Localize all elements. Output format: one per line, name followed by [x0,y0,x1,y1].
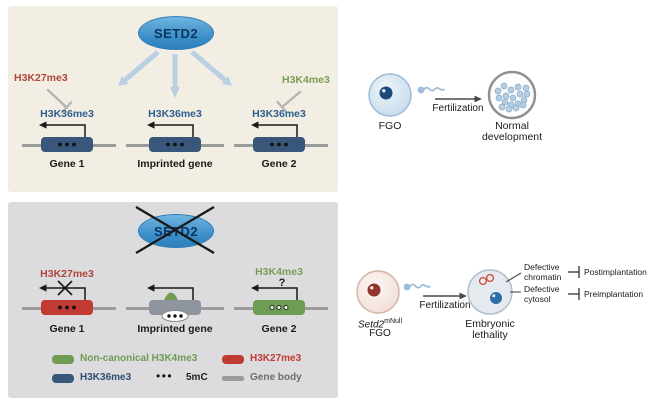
blocked-transcription-x-icon [57,280,73,296]
imprinted-gene-name: Imprinted gene [137,323,213,335]
normal-outcome-line1: Normal [495,120,529,132]
gene-symbol: Setd2 [357,319,385,331]
gene2-name: Gene 2 [261,323,297,335]
legend-5mc-dots-icon: ••• [156,369,174,383]
fertilization-arrow [423,292,467,300]
h3k4me3-label: H3K4me3 [255,266,303,278]
mutant-panel: SETD2 [8,202,338,398]
mutant-fgo-label: FGO [369,328,391,339]
defective-chromatin-label: Defective chromatin [524,262,562,282]
h3k27me3-inhibition-bar [46,88,73,114]
normal-outcome-line2: development [481,131,543,143]
mutant-gene2-cartoon [234,284,328,315]
defective-pronucleus-icon [485,273,495,283]
gene1-name: Gene 1 [49,323,85,335]
mutant-flow-art [356,266,580,315]
legend-gene-body-label: Gene body [250,372,302,383]
normal-development-flow: Fertilization FGO Normal development [340,52,650,152]
sperm-icon [417,86,445,94]
setd2-label: SETD2 [154,25,198,41]
defective-cytosol-label: Defective cytosol [524,284,560,304]
gene2-cartoon [234,121,328,152]
setd2-fan-arrows [118,50,232,98]
gene1-name: Gene 1 [49,158,85,170]
h3k36me3-mark-gene1: H3K36me3 [40,108,94,120]
mutant-imprinted-cartoon [126,284,224,322]
h3k36me3-mark-gene2: H3K36me3 [252,108,306,120]
postimplantation-label: Postimplantation [584,267,647,277]
legend-swatch-h3k36me3 [52,374,74,383]
wildtype-panel: SETD2 [8,6,338,192]
inhibition-bar-icons [568,266,580,300]
question-mark-label: ? [278,277,286,289]
mutant-fgo-genotype-label: Setd2mNull [342,316,418,331]
fertilization-arrow [435,95,482,103]
h3k4me3-inhibition-bar [276,90,302,114]
normal-flow-art [368,70,537,120]
genotype-superscript: mNull [384,318,403,325]
legend-h3k36me3-label: H3K36me3 [80,372,132,383]
fertilization-label: Fertilization [432,103,484,114]
mutant-gene1-cartoon [22,280,116,315]
imprinted-gene-name: Imprinted gene [137,158,213,170]
defective-pronucleus-icon [478,276,488,286]
h3k27me3-label: H3K27me3 [14,72,68,84]
wildtype-diagram-art [22,50,328,152]
legend-swatch-h3k27me3 [222,355,244,364]
legend-noncanonical-label: Non-canonical H3K4me3 [80,353,198,364]
h3k4me3-label: H3K4me3 [282,74,330,86]
paternal-pronucleus-icon [490,292,502,304]
legend-swatch-gene-body [222,376,244,381]
sperm-icon [403,283,431,291]
h3k36me3-mark-imprinted: H3K36me3 [148,108,202,120]
branch-lines [505,272,522,293]
embryonic-lethality-line1: Embryonic [465,318,515,330]
legend-h3k27me3-label: H3K27me3 [250,353,302,364]
gene1-cartoon [22,121,116,152]
embryonic-lethality-line2: lethality [472,329,508,341]
h3k27me3-label: H3K27me3 [40,268,94,280]
blastomere-dots [494,82,531,113]
mutant-development-flow: Fertilization Setd2mNull FGO Defective c… [340,248,650,363]
noncanonical-h3k4me3-peak [164,292,178,300]
gene2-name: Gene 2 [261,158,297,170]
mutant-fgo-cell [356,270,400,314]
fertilization-label: Fertilization [419,300,471,311]
fgo-label: FGO [378,120,402,132]
fgo-cell [368,73,412,117]
legend-swatch-noncanonical-h3k4me3 [52,355,74,364]
mutant-diagram-art [22,206,328,322]
blastocyst-cell [487,70,537,120]
legend-5mc-label: 5mC [186,372,208,383]
setd2-cross-icon [135,206,215,254]
preimplantation-label: Preimplantation [584,289,644,299]
setd2-oval: SETD2 [138,16,214,50]
imprinted-gene-cartoon [126,121,224,152]
